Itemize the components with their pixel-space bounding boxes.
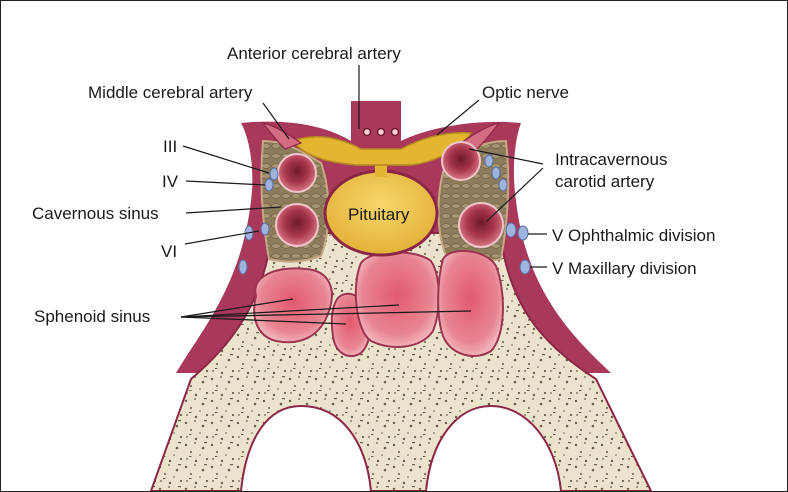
- label-v-ophthalmic: V Ophthalmic division: [552, 226, 715, 245]
- anterior-cerebral-artery-dot: [392, 129, 399, 136]
- sphenoid-sinus-right: [438, 251, 503, 356]
- v-maxillary-nerve: [520, 260, 530, 274]
- v-ophthalmic-nerve: [506, 223, 516, 237]
- label-optic-nerve: Optic nerve: [482, 83, 569, 102]
- label-anterior-cerebral-artery: Anterior cerebral artery: [227, 44, 401, 63]
- cn-v-left-2: [239, 260, 247, 274]
- label-v-maxillary: V Maxillary division: [552, 259, 697, 278]
- label-intracavernous-2: carotid artery: [555, 172, 655, 191]
- anterior-cerebral-artery-dot: [378, 129, 385, 136]
- cn-right-3: [499, 179, 507, 191]
- cn-right-1: [485, 155, 493, 167]
- label-middle-cerebral-artery: Middle cerebral artery: [88, 83, 253, 102]
- label-cn-vi: VI: [161, 242, 177, 261]
- cn-iv-nerve: [265, 179, 273, 191]
- label-pituitary: Pituitary: [348, 205, 410, 224]
- v-ophthalmic-nerve-2: [518, 226, 528, 240]
- label-cn-iv: IV: [162, 172, 179, 191]
- anterior-cerebral-artery-dot: [364, 129, 371, 136]
- cn-vi-nerve: [261, 223, 269, 235]
- cn-right-2: [492, 167, 500, 179]
- carotid-artery-left-upper: [278, 154, 316, 192]
- carotid-artery-right-lower: [459, 203, 503, 247]
- sphenoid-sinus-center: [356, 252, 439, 347]
- label-cn-iii: III: [163, 137, 177, 156]
- carotid-artery-left-lower: [276, 204, 318, 246]
- label-cavernous-sinus: Cavernous sinus: [32, 204, 159, 223]
- carotid-artery-right-upper: [442, 142, 480, 180]
- cn-iii-nerve: [270, 168, 278, 180]
- label-sphenoid-sinus: Sphenoid sinus: [34, 307, 150, 326]
- label-intracavernous-1: Intracavernous: [555, 150, 667, 169]
